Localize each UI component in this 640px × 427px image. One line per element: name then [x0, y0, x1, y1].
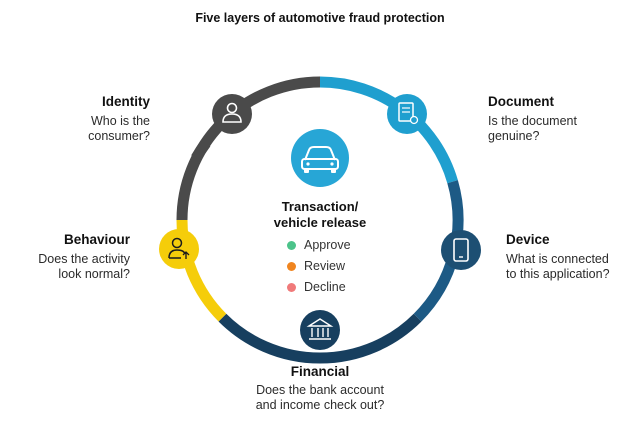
center-title-line-2: vehicle release	[273, 215, 367, 230]
decline-label: Decline	[304, 280, 346, 294]
document-line-1: Is the document	[488, 114, 577, 128]
car-icon	[291, 129, 349, 187]
center-title-line-1: Transaction/	[281, 199, 359, 214]
device-line-1: What is connected	[506, 252, 609, 266]
center-title: Transaction/ vehicle release	[240, 199, 400, 231]
smartphone-icon	[441, 230, 481, 270]
financial-heading: Financial	[290, 364, 350, 379]
approve-label: Approve	[304, 238, 351, 252]
device-description: What is connected to this application?	[506, 252, 640, 282]
device-line-2: to this application?	[506, 267, 610, 281]
document-description: Is the document genuine?	[488, 114, 628, 144]
identity-line-1: Who is the	[90, 114, 150, 128]
identity-description: Who is the consumer?	[40, 114, 150, 144]
behaviour-line-1: Does the activity	[38, 252, 130, 266]
user-activity-icon	[159, 229, 199, 269]
bank-icon	[300, 310, 340, 350]
person-icon	[212, 94, 252, 134]
decline-dot	[287, 282, 296, 292]
ring-arc-identity-lower	[191, 139, 211, 161]
behaviour-description: Does the activity look normal?	[10, 252, 130, 282]
financial-description: Does the bank account and income check o…	[220, 383, 420, 413]
certificate-icon	[387, 94, 427, 134]
financial-line-2: and income check out?	[255, 398, 385, 412]
document-heading: Document	[488, 94, 555, 109]
review-label: Review	[304, 259, 345, 273]
identity-heading: Identity	[101, 94, 150, 109]
outcome-approve: Approve	[287, 238, 351, 252]
behaviour-line-2: look normal?	[58, 267, 130, 281]
diagram-title: Five layers of automotive fraud protecti…	[195, 11, 445, 25]
outcome-review: Review	[287, 259, 345, 273]
identity-line-2: consumer?	[88, 129, 150, 143]
approve-dot	[287, 240, 296, 250]
device-heading: Device	[506, 232, 550, 247]
document-line-2: genuine?	[488, 129, 540, 143]
outcome-decline: Decline	[287, 280, 346, 294]
ring-arc-financial	[218, 313, 422, 364]
review-dot	[287, 261, 296, 271]
behaviour-heading: Behaviour	[63, 232, 130, 247]
financial-line-1: Does the bank account	[256, 383, 384, 397]
